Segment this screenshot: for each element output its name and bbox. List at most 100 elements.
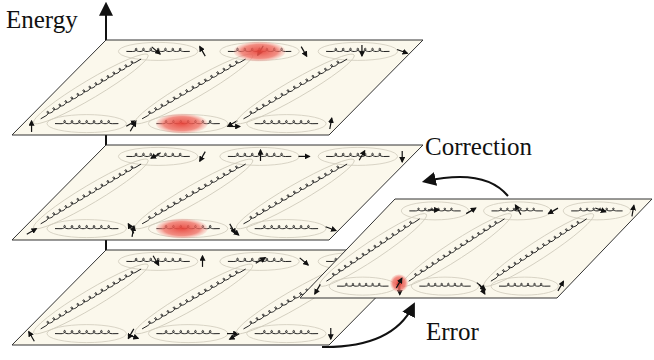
spring-coil — [126, 48, 189, 51]
spin-arrow — [128, 335, 138, 339]
spin-arrow — [330, 328, 331, 339]
spin-arrow — [402, 151, 403, 162]
spring-coil — [55, 120, 118, 123]
spin-arrow — [300, 258, 308, 265]
spin-arrow — [130, 122, 136, 132]
spring-outline — [491, 277, 558, 295]
spring-coil — [41, 269, 141, 329]
spin-arrow — [202, 256, 203, 267]
spring-coil — [142, 269, 246, 329]
spin-arrow — [397, 50, 407, 54]
spin-arrow — [330, 118, 332, 129]
spring-coil — [255, 225, 318, 228]
spring-outline — [29, 257, 152, 341]
excitation-blob — [234, 41, 286, 61]
spring-outline — [315, 207, 432, 293]
spin-arrow — [632, 205, 634, 216]
spring-outline — [397, 207, 516, 293]
spring-coil — [409, 208, 460, 211]
spring-coil — [326, 153, 389, 156]
spring-outline — [220, 147, 299, 165]
spring-coil — [244, 59, 348, 119]
spring-coil — [41, 164, 141, 224]
spring-outline — [247, 325, 326, 343]
spring-coil — [142, 59, 246, 119]
excitation-blob — [156, 219, 208, 239]
spring-coil — [142, 164, 246, 224]
spring-coil — [55, 225, 118, 228]
spin-arrow — [326, 227, 336, 231]
plane-sheet — [12, 145, 423, 240]
plane-sheet — [300, 199, 652, 298]
spring-outline — [329, 277, 396, 295]
spring-coil — [255, 330, 318, 333]
spring-outline — [148, 220, 227, 238]
spin-arrow — [298, 156, 309, 157]
spring-outline — [563, 202, 630, 220]
correction-arrow — [426, 177, 508, 196]
spring-coil — [337, 283, 388, 286]
spring-outline — [318, 42, 397, 60]
spring-outline — [232, 152, 358, 235]
spring-outline — [29, 152, 152, 236]
plane-sheet — [12, 40, 423, 135]
spring-coil — [255, 120, 318, 123]
spring-coil — [409, 219, 505, 281]
spring-coil — [126, 258, 189, 261]
spin-arrow — [359, 151, 365, 161]
spin-arrow — [229, 126, 240, 127]
spin-arrow — [153, 256, 159, 266]
spring-outline — [29, 47, 152, 131]
spring-outline — [247, 115, 326, 133]
spin-arrow — [260, 150, 261, 161]
spin-arrow — [396, 278, 402, 288]
spring-coil — [244, 164, 348, 224]
spin-arrow — [29, 332, 35, 342]
spring-coil — [419, 283, 470, 286]
spring-outline — [411, 277, 478, 295]
spin-arrow — [479, 284, 485, 294]
spring-coil — [491, 219, 587, 281]
spin-arrow — [315, 284, 321, 294]
spring-outline — [47, 220, 126, 238]
lattice-plane — [12, 145, 423, 240]
spring-outline — [148, 115, 227, 133]
spring-outline — [148, 325, 227, 343]
spring-coil — [326, 219, 419, 281]
spring-coil — [55, 330, 118, 333]
spring-outline — [47, 115, 126, 133]
lattice-planes — [12, 40, 652, 345]
spring-outline — [318, 147, 397, 165]
spin-arrow — [27, 229, 37, 235]
spin-arrow — [428, 209, 439, 210]
spin-arrow — [515, 205, 521, 215]
spin-arrow — [31, 121, 32, 132]
spin-arrow — [548, 208, 558, 214]
axis-label: Energy — [6, 6, 78, 34]
spin-arrow — [200, 152, 206, 162]
spring-outline — [479, 207, 598, 293]
spin-arrow — [361, 45, 362, 56]
spring-outline — [220, 252, 299, 270]
transition-label: Correction — [425, 133, 532, 161]
spin-arrow — [256, 258, 266, 264]
spring-coil — [326, 48, 389, 51]
spring-outline — [118, 252, 197, 270]
spring-coil — [228, 153, 291, 156]
spring-coil — [41, 59, 141, 119]
spring-outline — [118, 42, 197, 60]
lattice-plane — [300, 199, 652, 298]
spin-arrow — [151, 153, 161, 159]
spin-arrow — [301, 47, 307, 57]
spring-coil — [156, 330, 219, 333]
spin-arrow — [228, 121, 238, 127]
spin-arrow — [152, 47, 160, 54]
spin-arrow — [466, 208, 476, 214]
transition-label: Error — [426, 318, 479, 346]
spin-arrow — [200, 47, 206, 57]
spring-outline — [47, 325, 126, 343]
spin-arrow — [230, 228, 238, 235]
lattice-plane — [12, 40, 423, 135]
